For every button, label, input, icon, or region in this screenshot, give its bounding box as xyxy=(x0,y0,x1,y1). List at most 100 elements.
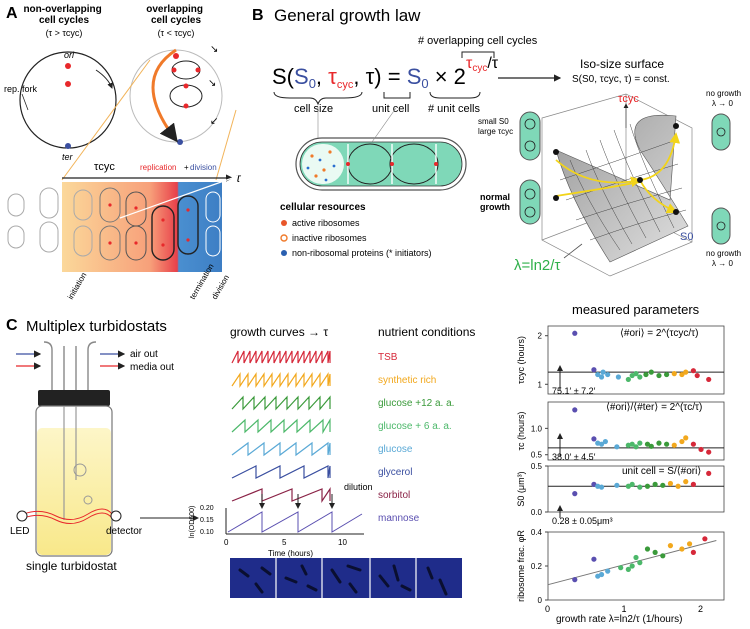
division-label: division xyxy=(190,163,217,172)
cell-icon-no-growth-top xyxy=(711,113,731,151)
growth-curve-7 xyxy=(231,487,331,503)
rep-fork-pointer xyxy=(21,93,29,111)
ori-dot-3 xyxy=(173,53,179,59)
data-point xyxy=(643,371,649,378)
panel-a: A non-overlapping cell cycles (τ > τcyc)… xyxy=(4,4,242,301)
od-ytick-1: 0.20 xyxy=(200,505,214,512)
led-label: LED xyxy=(10,526,29,537)
growth-curve-6 xyxy=(231,465,331,479)
brace-cell-size xyxy=(273,91,363,106)
large-tcyc-label: large τcyc xyxy=(478,127,513,136)
condition-4: glucose + 6 a. a. xyxy=(378,421,452,432)
panel-c: C Multiplex turbidostats air out media o… xyxy=(6,317,475,598)
data-point xyxy=(679,371,685,378)
unit-cell-label: unit cell xyxy=(372,103,409,115)
data-point xyxy=(690,481,696,487)
data-point xyxy=(591,436,597,442)
data-point xyxy=(598,441,605,447)
data-point xyxy=(694,372,700,379)
measured-plot-frame-2 xyxy=(547,401,725,461)
data-point xyxy=(706,376,712,383)
od-xtick-3: 10 xyxy=(338,538,347,547)
svg-text:S(S0, τcyc, τ) = S0 × 2: S(S0, τcyc, τ) = S0 × 2 xyxy=(272,64,466,91)
data-point xyxy=(690,441,696,447)
growth-curve-3 xyxy=(231,395,331,411)
growth-law-formula: S(S0, τcyc, τ) = S0 × 2 τcyc/τ xyxy=(272,55,499,91)
legend-active: active ribosomes xyxy=(292,218,360,228)
ann3: 0.28 ± 0.05μm³ xyxy=(552,516,613,526)
data-point xyxy=(625,566,631,573)
ori-dot-2 xyxy=(65,81,71,87)
dilution-label: dilution xyxy=(344,482,373,492)
od-xtick-2: 5 xyxy=(282,538,287,547)
measured-plot-frame-1 xyxy=(547,325,725,395)
resources-title: cellular resources xyxy=(280,202,366,213)
od-ytick-2: 0.15 xyxy=(200,517,214,524)
measured-plot-frame-4 xyxy=(547,531,725,601)
data-point xyxy=(602,438,608,445)
data-point xyxy=(598,571,605,578)
overlap-title: overlapping cell cycles xyxy=(146,4,205,26)
cell-icon-no-growth-bottom xyxy=(711,207,731,245)
legend-inactive-dot xyxy=(280,234,288,242)
ytick-label: 1 xyxy=(538,380,543,389)
panel-b-title: General growth law xyxy=(274,6,421,25)
data-point xyxy=(667,480,674,487)
data-point xyxy=(706,470,712,476)
data-point xyxy=(572,330,578,336)
fork-arrow-1: ↘ xyxy=(210,44,218,55)
ylabel-3: S0 (μm³) xyxy=(516,471,526,506)
data-point xyxy=(605,568,611,574)
panel-b-letter: B xyxy=(252,7,264,24)
ytick-label: 1.0 xyxy=(531,424,543,433)
overlapping-label: # overlapping cell cycles xyxy=(418,35,538,47)
data-point xyxy=(629,441,635,447)
growth-curves xyxy=(231,350,331,503)
data-point xyxy=(637,484,643,490)
unit-cells-label: # unit cells xyxy=(428,103,480,115)
condition-7: sorbitol xyxy=(378,490,410,501)
ori-dot-5 xyxy=(195,67,201,73)
data-point xyxy=(598,374,605,380)
cell-icon-normal xyxy=(519,179,541,225)
data-point xyxy=(690,549,696,556)
data-point xyxy=(572,491,578,497)
data-point xyxy=(591,556,597,562)
measured-title: measured parameters xyxy=(572,302,700,317)
ytick-label: 0.4 xyxy=(531,528,543,537)
cell-size-label: cell size xyxy=(294,103,333,115)
iso-surface-plot: τcyc S0 xyxy=(541,93,693,277)
eq3: unit cell = S/⟨#ori⟩ xyxy=(622,466,701,477)
point-small-s0 xyxy=(553,149,559,155)
eq2: ⟨#ori⟩/⟨#ter⟩ = 2^(τc/τ) xyxy=(606,402,702,413)
eq1: ⟨#ori⟩ = 2^(τcyc/τ) xyxy=(620,328,698,339)
measured-xlabel: growth rate λ=ln2/τ (1/hours) xyxy=(556,614,683,625)
ori-dot-6 xyxy=(183,83,189,89)
point-top xyxy=(673,123,679,129)
ylabel-2: τc (hours) xyxy=(516,411,526,450)
data-point xyxy=(598,484,605,490)
legend-inactive: inactive ribosomes xyxy=(292,233,367,243)
data-point xyxy=(648,369,654,375)
ori-dot-1 xyxy=(65,63,71,69)
data-point xyxy=(664,441,670,447)
axis-tcyc-label: τcyc xyxy=(618,93,639,105)
data-point xyxy=(698,446,704,453)
stage-division: division xyxy=(210,273,231,301)
xtick-label: 2 xyxy=(698,604,703,614)
brace-unit-cell xyxy=(383,92,411,99)
point-normal xyxy=(553,195,559,201)
data-point xyxy=(625,376,631,383)
data-point xyxy=(572,577,578,583)
data-point xyxy=(660,482,666,488)
plus-label: + xyxy=(184,163,189,172)
rep-fork-label: rep. fork xyxy=(4,84,38,94)
growth-curve-5 xyxy=(231,441,331,457)
data-point xyxy=(652,481,658,487)
single-turbidostat-label: single turbidostat xyxy=(26,559,117,573)
point-center xyxy=(637,177,643,183)
panel-c-letter: C xyxy=(6,317,18,334)
